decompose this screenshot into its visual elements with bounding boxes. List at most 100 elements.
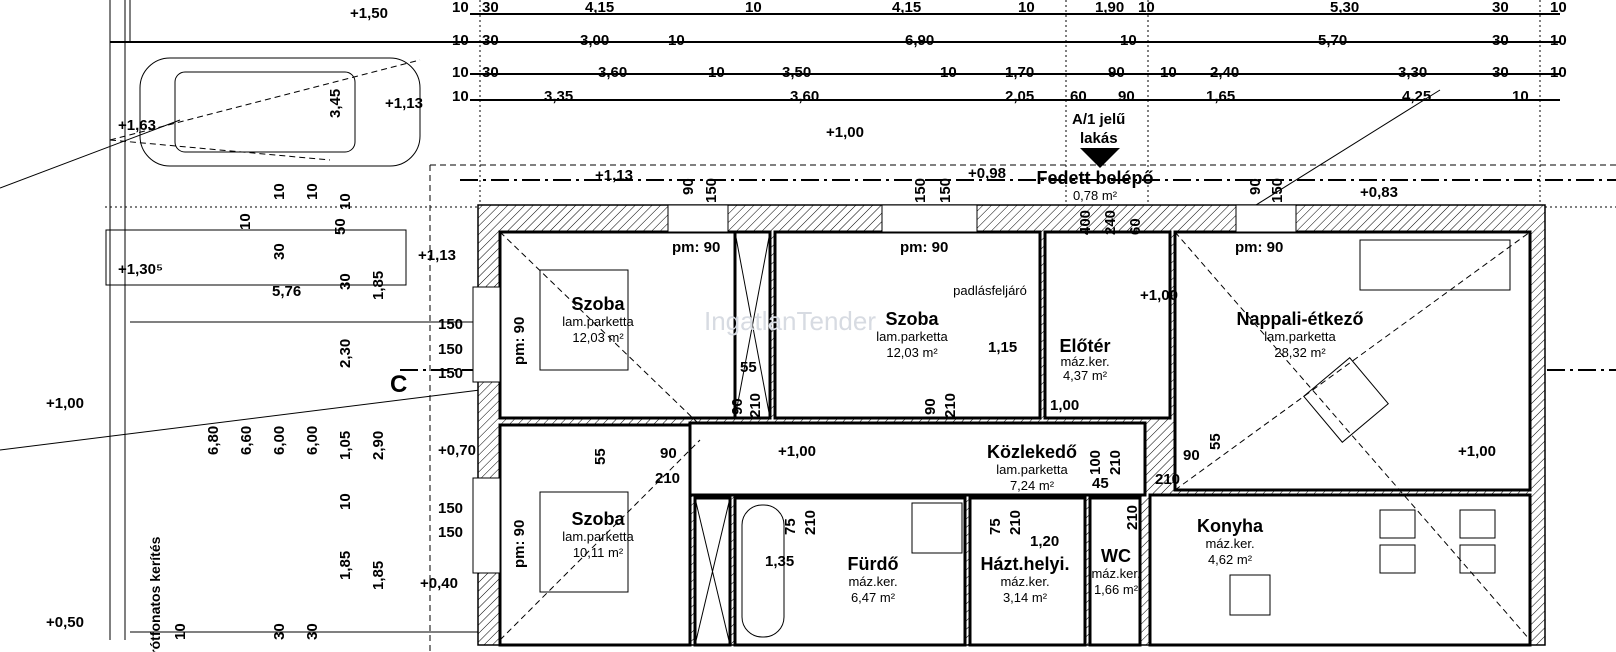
- room-name: Fürdő: [848, 554, 899, 574]
- dimension-row-2: 10 30 3,00 10 6,90 10 5,70 30 10: [452, 32, 1567, 49]
- dim: 6,60: [238, 426, 255, 455]
- dim: 10: [668, 32, 685, 49]
- dim: 5,30: [1330, 0, 1359, 16]
- furniture: [539, 239, 1511, 638]
- room-floor: máz.ker.: [1205, 536, 1254, 551]
- dim: 150: [438, 365, 463, 382]
- dim: 90: [680, 178, 697, 195]
- dim: 90: [922, 398, 939, 415]
- level: +1,50: [350, 5, 388, 22]
- dim: 10: [337, 493, 354, 510]
- window-label: pm: 90: [900, 239, 948, 256]
- dim: 210: [942, 393, 959, 418]
- level: +0,83: [1360, 184, 1398, 201]
- room-name: Közlekedő: [987, 442, 1077, 462]
- room-floor: máz.ker.: [1060, 354, 1109, 369]
- dim: 10: [237, 213, 254, 230]
- dim: 10: [1138, 0, 1155, 16]
- dim: 10: [172, 623, 189, 640]
- dim: 1,00: [1050, 397, 1079, 414]
- dim: 150: [1269, 178, 1286, 203]
- dim: 90: [660, 445, 677, 462]
- dim: 210: [1155, 471, 1180, 488]
- dim: 10: [452, 88, 469, 105]
- dim: 10: [452, 64, 469, 81]
- left-dimensions: 6,80 6,60 6,00 6,00 1,05 2,90 2,30 1,85 …: [172, 183, 463, 640]
- dim: 210: [1124, 505, 1141, 530]
- dim: 30: [1492, 32, 1509, 49]
- dim: 30: [482, 64, 499, 81]
- room-area: 3,14 m²: [1003, 590, 1048, 605]
- dim: 90: [1247, 178, 1264, 195]
- window-label: pm: 90: [672, 239, 720, 256]
- dim: 5,70: [1318, 32, 1347, 49]
- dim: 150: [703, 178, 720, 203]
- room-name: Konyha: [1197, 516, 1264, 536]
- dim: 10: [271, 183, 288, 200]
- dim: 150: [937, 178, 954, 203]
- watermark: IngatlanTender: [704, 306, 876, 336]
- apartment-label: A/1 jelű: [1072, 111, 1125, 128]
- dim: 3,30: [1398, 64, 1427, 81]
- dim: 30: [482, 0, 499, 16]
- level: +1,00: [1140, 287, 1178, 304]
- dim: 30: [1492, 64, 1509, 81]
- room-name: Szoba: [571, 294, 625, 314]
- car-length: 3,45: [327, 89, 344, 118]
- dim: 1,90: [1095, 0, 1124, 16]
- entrance: A/1 jelű lakás Fedett belépő 0,78 m²: [1036, 111, 1153, 203]
- dim: 210: [1107, 450, 1124, 475]
- dim: 75: [987, 518, 1004, 535]
- dim: 1,85: [370, 271, 387, 300]
- room-name: WC: [1101, 546, 1131, 566]
- dim: 210: [655, 470, 680, 487]
- dim: 6,80: [205, 426, 222, 455]
- window-label: pm: 90: [1235, 239, 1283, 256]
- level: +0,40: [420, 575, 458, 592]
- room-floor: lam.parketta: [1264, 329, 1336, 344]
- dim: 10: [1160, 64, 1177, 81]
- room-floor: lam.parketta: [996, 462, 1068, 477]
- room-area: 7,24 m²: [1010, 478, 1055, 493]
- dim: 10: [452, 32, 469, 49]
- apartment-label: lakás: [1080, 130, 1118, 147]
- room-area: 10,11 m²: [573, 545, 624, 560]
- room-floor: lam.parketta: [562, 314, 634, 329]
- dim: 10: [1550, 64, 1567, 81]
- level: +1,00: [46, 395, 84, 412]
- dim: 6,90: [905, 32, 934, 49]
- dim: 10: [1550, 0, 1567, 16]
- room-floor: máz.ker.: [1091, 566, 1140, 581]
- dim: 10: [1550, 32, 1567, 49]
- dim: 210: [802, 510, 819, 535]
- dim: 55: [592, 448, 609, 465]
- level: +0,98: [968, 165, 1006, 182]
- dim: 1,65: [1206, 88, 1235, 105]
- dim: 1,05: [337, 431, 354, 460]
- dim: 75: [782, 518, 799, 535]
- dim: 1,35: [765, 553, 794, 570]
- dim: 10: [304, 183, 321, 200]
- dimension-row-3: 10 30 3,60 10 3,50 10 1,70 90 10 2,40 3,…: [452, 64, 1567, 81]
- dim: 30: [271, 243, 288, 260]
- level: +1,30⁵: [118, 261, 163, 278]
- dim: 50: [332, 218, 349, 235]
- dim: 30: [337, 273, 354, 290]
- dim: 30: [304, 623, 321, 640]
- room-floor: lam.parketta: [562, 529, 634, 544]
- dim: 90: [1183, 447, 1200, 464]
- dimension-lines: [110, 0, 1560, 641]
- dim: 1,70: [1005, 64, 1034, 81]
- dim: 10: [940, 64, 957, 81]
- dim: 150: [912, 178, 929, 203]
- dim: 10: [337, 193, 354, 210]
- dim: 6,00: [271, 426, 288, 455]
- dimension-row-4: 10 3,35 3,60 2,05 60 90 1,65 4,25 10: [452, 88, 1529, 105]
- dim: 2,40: [1210, 64, 1239, 81]
